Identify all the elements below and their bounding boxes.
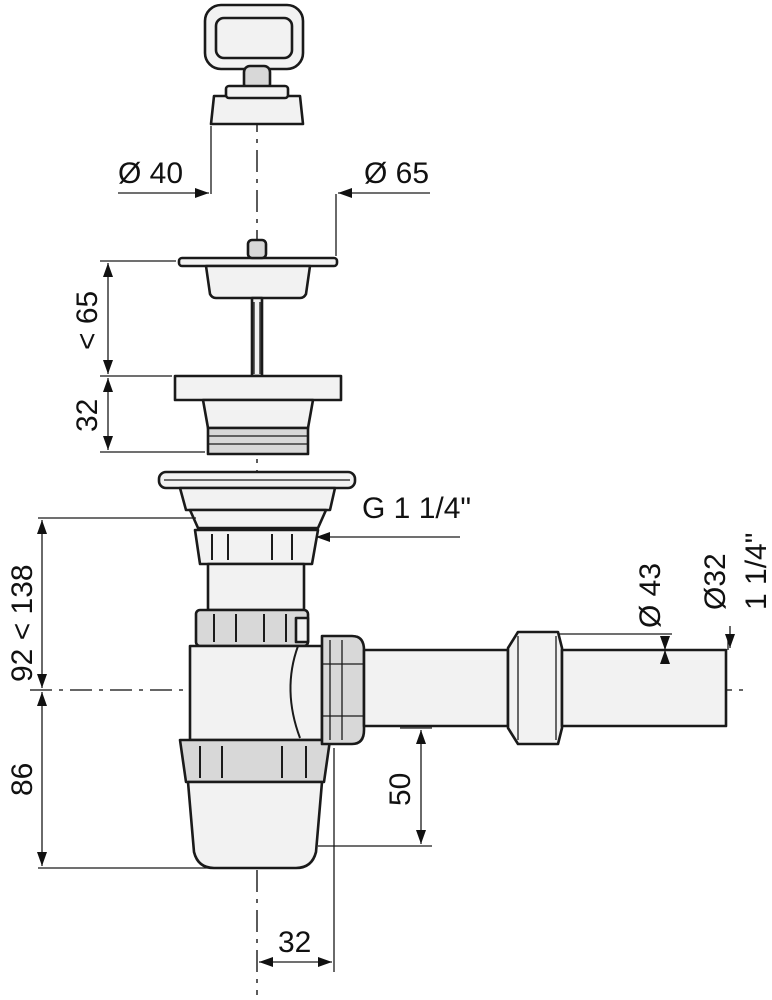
outlet-pipe (362, 630, 728, 746)
dim-body-height: 32 (71, 378, 205, 453)
dim-label-body-height: 32 (71, 399, 104, 432)
dim-trap-height: 86 (6, 692, 212, 869)
dim-label-offset-width: 32 (278, 926, 311, 959)
waste-body (173, 374, 343, 456)
dim-flange-diameter: Ø 65 (335, 157, 430, 256)
dim-label-trap-height: 86 (6, 763, 39, 796)
dim-outlet-height: 50 (318, 727, 432, 847)
dim-pipe-diameter: Ø32 1 1/4" (699, 533, 772, 650)
trap-nut (194, 608, 310, 648)
stopper-plug (203, 3, 305, 126)
outlet-nut (320, 634, 366, 746)
dim-adjust-height: 92 < 138 (6, 517, 196, 688)
dip-tube (206, 562, 306, 612)
bottle-trap (178, 644, 332, 870)
dim-upper-height: < 65 (71, 260, 176, 377)
dim-label-flange-diameter: Ø 65 (364, 157, 429, 190)
dim-socket-diameter: Ø 43 (558, 563, 672, 664)
thread-leader: G 1 1/4" (316, 492, 471, 542)
dim-label-adjust-height: 92 < 138 (6, 564, 39, 682)
sink-flange (157, 470, 357, 530)
dim-label-socket-diameter: Ø 43 (634, 563, 667, 628)
upper-nut (193, 528, 320, 566)
dim-label-upper-height: < 65 (71, 291, 104, 350)
dim-label-outlet-height: 50 (384, 773, 417, 806)
dim-label-pipe-size: 1 1/4" (740, 533, 772, 610)
dim-label-plug-diameter: Ø 40 (118, 157, 183, 190)
dim-offset-width: 32 (259, 748, 335, 972)
dim-label-pipe-diameter: Ø32 (699, 553, 732, 610)
dim-plug-diameter: Ø 40 (118, 126, 212, 198)
dim-label-thread: G 1 1/4" (362, 492, 471, 525)
strainer (177, 238, 339, 378)
